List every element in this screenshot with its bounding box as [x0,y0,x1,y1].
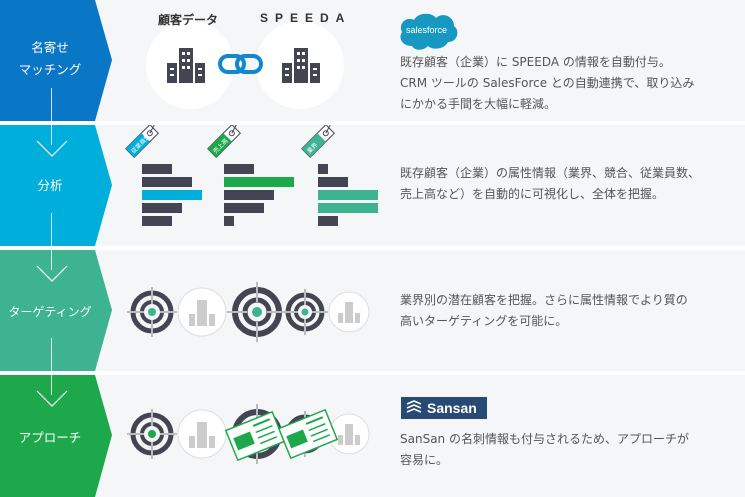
stage-targeting: ターゲティング 業界別の潜在顧客を把握。さらに属性情報でより質の 高いター [0,250,745,371]
sansan-logo-mark [406,400,422,413]
target-icon [227,282,287,342]
bar [318,177,348,187]
salesforce-logo-text: salesforce [406,25,448,35]
desc-line: 高いターゲティングを可能に。 [400,314,568,328]
bar [142,216,172,226]
bar [142,190,202,200]
chevron-shape [0,125,112,246]
desc-line: 容易に。 [400,453,449,467]
building-icon [282,48,320,83]
arrow-down-icon [36,265,68,282]
bar [224,164,254,174]
business-card-icon [224,410,286,462]
building-icon [177,287,227,337]
stage-matching: 名寄せ マッチング 顧客データ SPEEDA [0,0,745,121]
flow-line [51,213,52,246]
target-icon [127,409,177,459]
stage-label: ターゲティング [8,305,92,319]
bar [318,164,328,174]
matching-illustration [146,21,344,109]
flow-line [51,88,52,121]
stage-label: アプローチ [18,430,82,445]
sansan-logo-text: Sansan [427,400,477,416]
target-icon [127,287,177,337]
building-icon [328,413,370,455]
stage-chevron [0,0,113,121]
building-icon [177,409,227,459]
bar [224,190,274,200]
desc-line: 業界別の潜在顧客を把握。さらに属性情報でより質の [400,293,688,307]
building-icon [328,291,370,333]
bar-chart: 業界 [301,125,378,226]
bar-chart: 従業員数 [125,125,202,226]
bar [142,164,172,174]
bar [224,177,294,187]
desc-line: 売上高など）を自動的に可視化し、全体を把握。 [400,187,665,201]
stage-description: 業界別の潜在顧客を把握。さらに属性情報でより質の 高いターゲティングを可能に。 [400,290,730,332]
bar [142,177,192,187]
bar [318,190,378,200]
arrow-down-icon [36,140,68,157]
flow-line [51,338,52,371]
stage-chevron [0,125,113,246]
sansan-logo: Sansan [401,397,487,419]
bar [318,203,378,213]
stage-label-line1: 名寄せ [31,40,69,55]
stage-approach: アプローチ [0,375,745,497]
flow-line [51,375,52,395]
flow-line [51,250,52,270]
attribute-bar-charts: 従業員数 売上高 業界 [125,125,378,226]
bar [142,203,182,213]
stage-analysis: 分析 従業員数 売上高 業界 既存顧客（企業）の属性情報（業界、競合、従業員数、 売… [0,125,745,246]
tag-icon: 売上高 [207,125,241,158]
chevron-shape [0,375,112,497]
bar [224,216,234,226]
business-card-icon [277,408,339,460]
tag-icon: 従業員数 [125,125,159,158]
approach-illustration [127,404,370,464]
chevron-shape [0,0,112,121]
customer-data-label: 顧客データ [158,13,219,27]
desc-line: 既存顧客（企業）に SPEEDA の情報を自動付与。 [400,55,671,69]
building-icon [167,48,205,83]
desc-line: SanSan の名刺情報も付与されるため、アプローチが [400,432,689,446]
speeda-label: SPEEDA [260,11,352,25]
desc-line: にかかる手間を大幅に軽減。 [400,97,557,111]
arrow-down-icon [36,390,68,407]
stage-description: SanSan の名刺情報も付与されるため、アプローチが 容易に。 [400,429,730,471]
stage-label: 分析 [37,178,63,193]
stage-chevron [0,375,113,497]
desc-line: CRM ツールの SalesForce との自動連携で、取り込み [400,76,695,90]
desc-line: 既存顧客（企業）の属性情報（業界、競合、従業員数、 [400,166,701,180]
bar-chart: 売上高 [207,125,294,226]
tag-icon: 業界 [301,125,335,158]
stage-chevron [0,250,113,371]
salesforce-logo: salesforce [398,10,460,58]
stage-label-line2: マッチング [18,62,82,77]
target-icon [282,289,328,335]
stage-description: 既存顧客（企業）の属性情報（業界、競合、従業員数、 売上高など）を自動的に可視化… [400,163,730,205]
bar [224,203,264,213]
chevron-shape [0,250,112,371]
flow-line [51,125,52,145]
bar [318,216,338,226]
targeting-illustration [127,282,370,342]
stage-description: 既存顧客（企業）に SPEEDA の情報を自動付与。 CRM ツールの Sale… [400,52,730,115]
chain-link-icon [218,54,263,74]
